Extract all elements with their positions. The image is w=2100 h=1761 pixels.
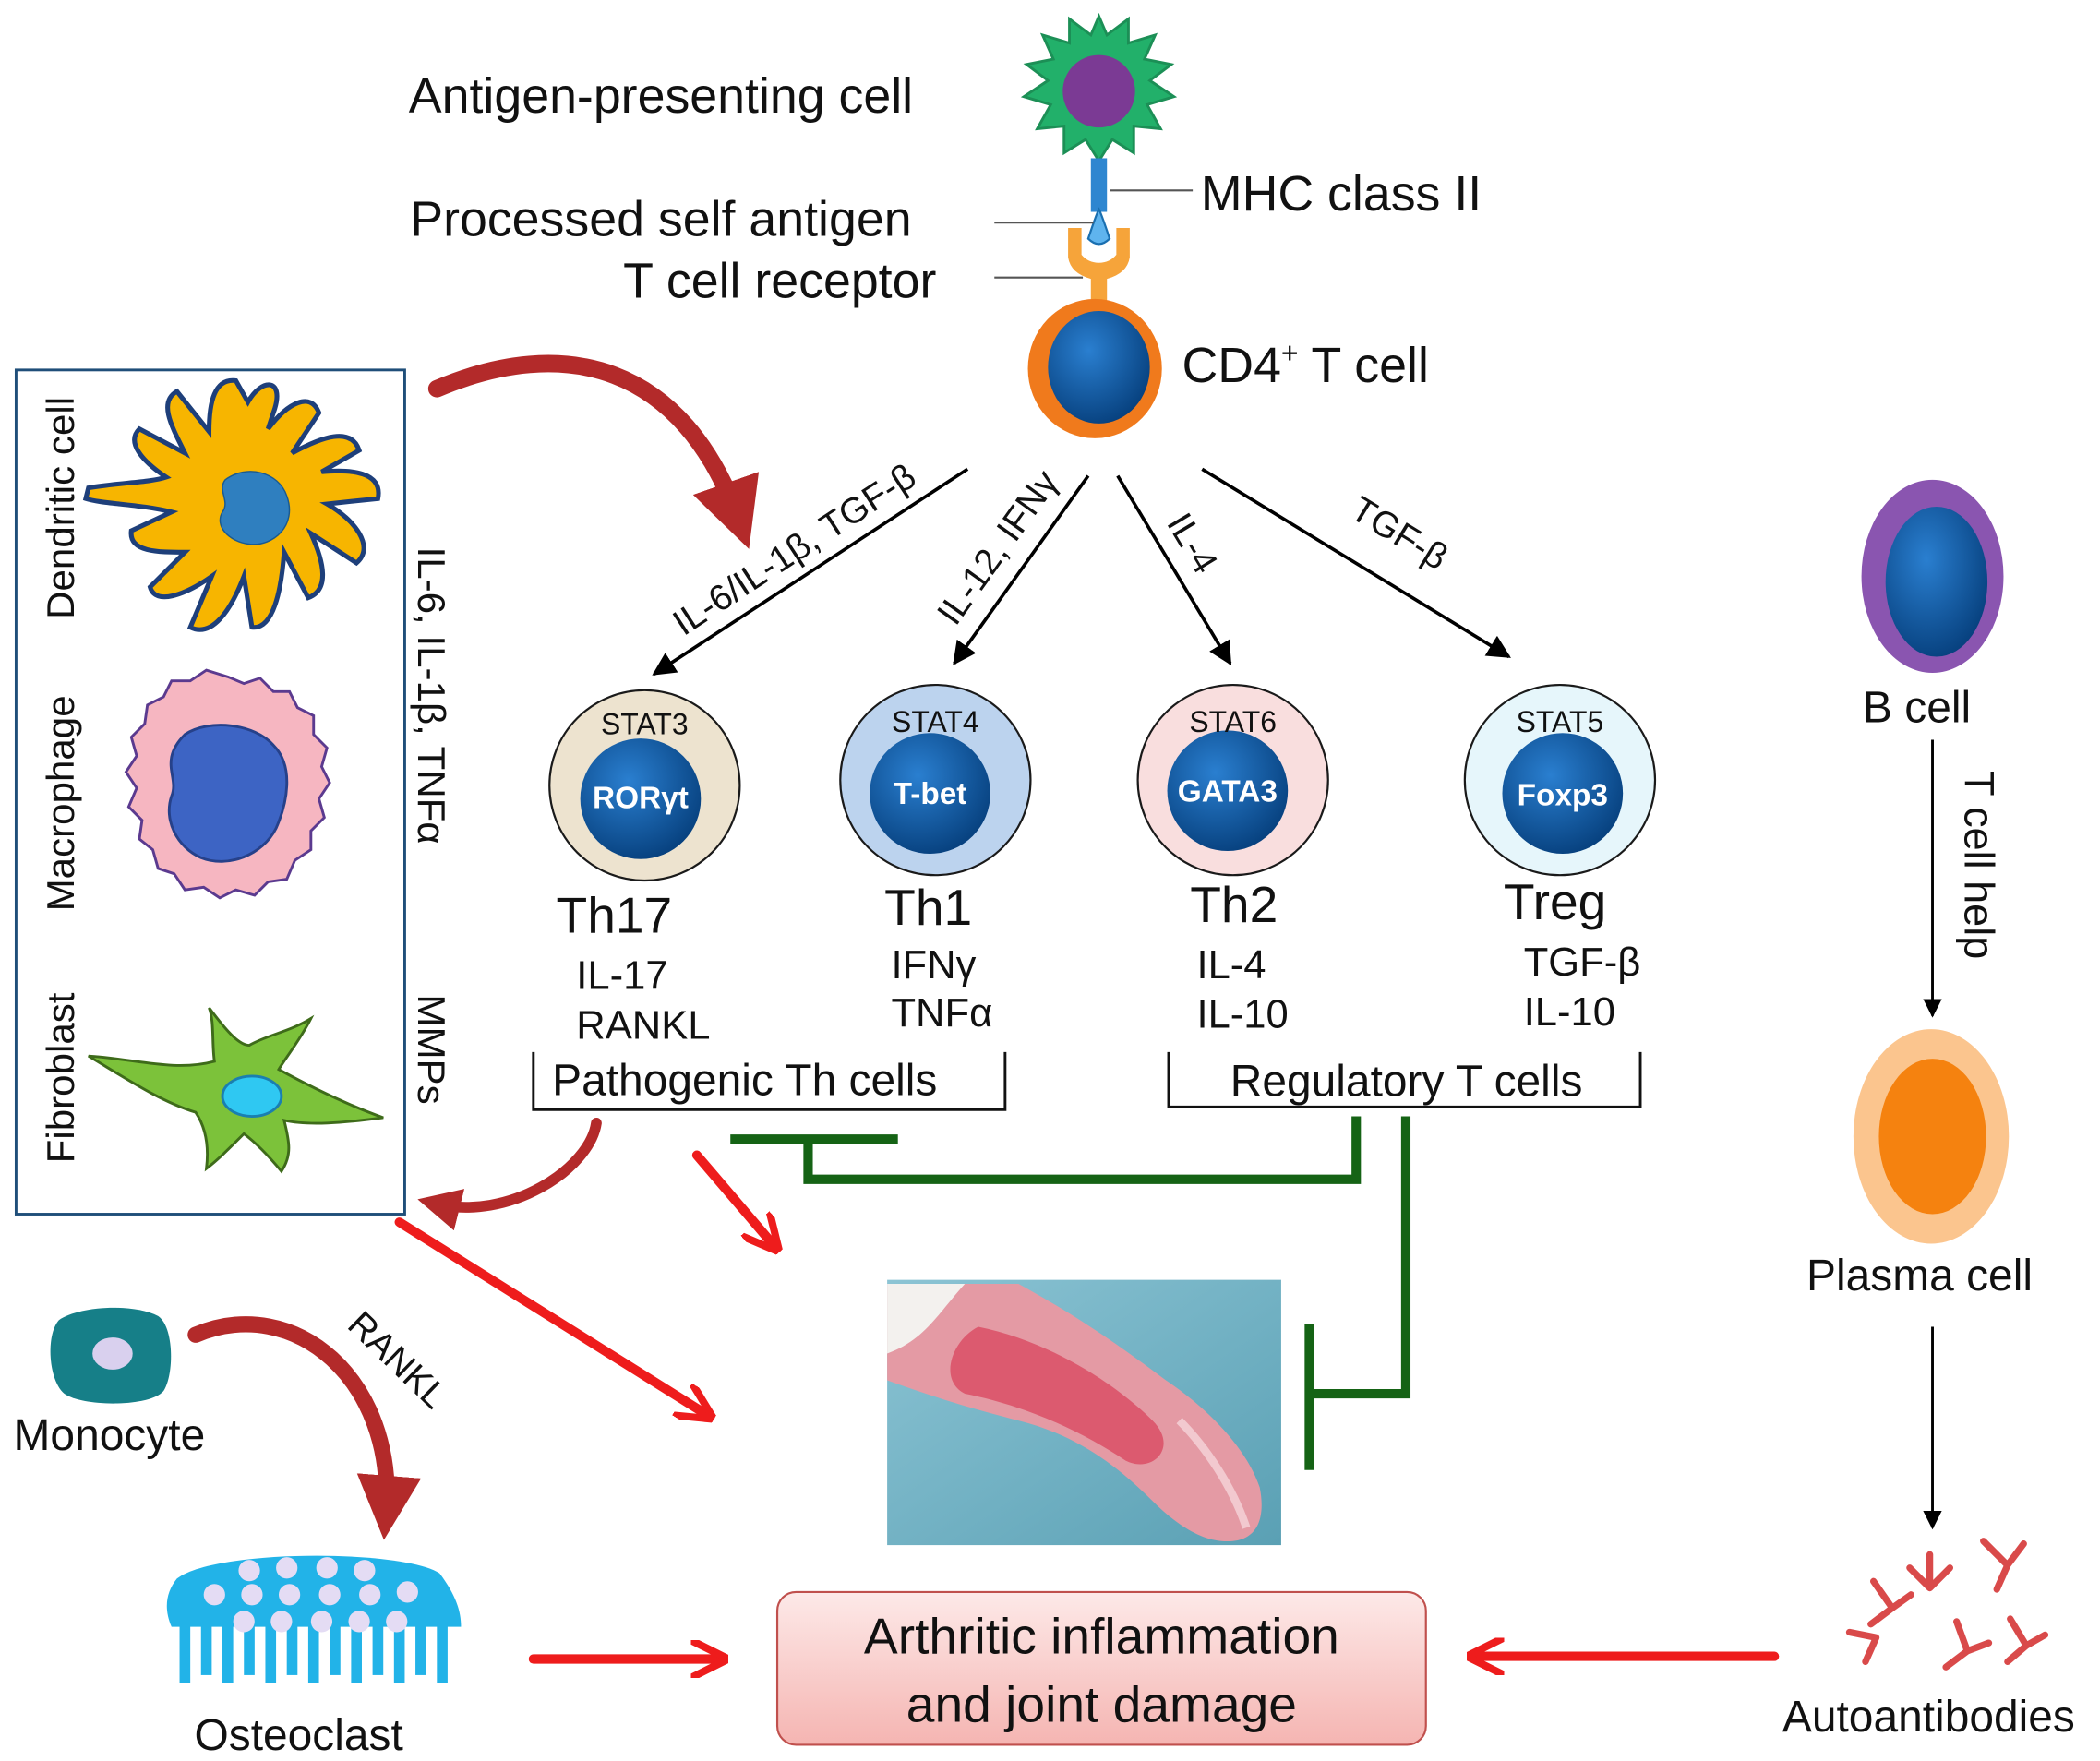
subset-tf: Foxp3	[1518, 779, 1608, 813]
arrow-label-th1: IL-12, IFNγ	[930, 463, 1066, 632]
subset-th1: STAT4 T-bet Th1 IFNγ TNFα	[839, 683, 1032, 1036]
t-cell-help-label: T cell help	[1955, 771, 2002, 959]
subset-cytokine-2: IL-10	[1196, 993, 1288, 1037]
regulatory-label: Regulatory T cells	[1230, 1058, 1583, 1107]
subset-cytokine-1: IL-4	[1196, 943, 1266, 988]
regulatory-bracket	[1167, 1051, 1642, 1108]
differentiation-arrows	[652, 467, 1511, 676]
subset-stat: STAT5	[1517, 705, 1604, 738]
mhc-label: MHC class II	[1201, 166, 1482, 222]
subset-name: Th2	[1190, 876, 1278, 933]
subset-cytokine-2: RANKL	[576, 1003, 710, 1048]
subset-name: Th17	[557, 887, 673, 944]
subset-name: Th1	[884, 879, 972, 936]
subset-tf: RORγt	[593, 782, 689, 816]
monocyte-label: Monocyte	[14, 1411, 206, 1460]
monocyte-image	[50, 1307, 172, 1404]
t-cell-receptor	[1068, 227, 1130, 306]
innate-cytokines-label: IL-6, IL-1β, TNFα	[410, 546, 453, 844]
arrow-label-th2: IL-4	[1158, 507, 1225, 581]
osteoclast-label: Osteoclast	[195, 1711, 403, 1760]
b-cell-label: B cell	[1863, 684, 1971, 733]
autoantibodies-label: Autoantibodies	[1782, 1693, 2075, 1742]
mhc-class-ii-stalk	[1086, 158, 1111, 246]
innate-cell-box	[14, 368, 406, 1216]
arrow-to-treg	[1201, 467, 1511, 659]
arrow-innate-to-joint	[394, 1217, 708, 1415]
subset-th2: STAT6 GATA3 Th2 IL-4 IL-10	[1136, 683, 1329, 1037]
arrow-to-th1	[953, 474, 1090, 665]
plasma-cell-label: Plasma cell	[1806, 1252, 2033, 1300]
subset-stat: STAT6	[1189, 705, 1277, 738]
cd4-label: CD4+ T cell	[1182, 337, 1429, 393]
subset-cytokine-1: IL-17	[576, 954, 667, 999]
plasma-cell-image	[1853, 1029, 2010, 1244]
cd4-t-cell	[1027, 298, 1162, 438]
subset-cytokine-1: IFNγ	[891, 943, 976, 988]
tcr-label: T cell receptor	[623, 253, 936, 308]
dendritic-cell-image	[82, 377, 381, 632]
fibroblast-image	[88, 1007, 384, 1174]
apc-label: Antigen-presenting cell	[409, 68, 913, 124]
macrophage-label: Macrophage	[39, 695, 82, 911]
subset-tf: GATA3	[1178, 774, 1278, 809]
curved-arrow-to-innate	[417, 1117, 602, 1231]
subset-tf: T-bet	[894, 777, 967, 811]
outcome-line-2: and joint damage	[906, 1676, 1297, 1733]
mmps-label: MMPs	[410, 994, 453, 1104]
subset-name: Treg	[1504, 873, 1606, 930]
outcome-box	[775, 1590, 1427, 1746]
outcome-line-1: Arthritic inflammation	[864, 1608, 1339, 1665]
self-antigen-label: Processed self antigen	[410, 192, 911, 247]
arrow-to-th17	[652, 467, 969, 676]
subset-stat: STAT3	[601, 708, 689, 741]
arrow-pathogenic-to-joint	[691, 1150, 774, 1247]
autoantibodies-image	[1845, 1538, 2049, 1671]
subset-treg: STAT5 Foxp3 Treg TGF-β IL-10	[1463, 683, 1657, 1035]
b-cell-image	[1861, 479, 2004, 673]
pathogenic-label: Pathogenic Th cells	[552, 1056, 937, 1105]
macrophage-image	[124, 668, 331, 900]
subset-th17: STAT3 RORγt Th17 IL-17 RANKL	[548, 689, 741, 1048]
inhibition-lines	[730, 1116, 1411, 1470]
arrow-to-th2	[1116, 474, 1232, 665]
fibroblast-label: Fibroblast	[39, 992, 82, 1163]
subset-cytokine-1: TGF-β	[1524, 940, 1641, 985]
subset-cytokine-2: TNFα	[891, 991, 992, 1036]
activating-arrows	[394, 1150, 1780, 1659]
subset-stat: STAT4	[892, 705, 979, 738]
antigen-presenting-cell	[1020, 12, 1178, 164]
osteoclast-image	[166, 1555, 462, 1683]
arrow-label-th17: IL-6/IL-1β, TGF-β	[666, 457, 923, 644]
curved-arrow-rankl	[187, 1316, 422, 1540]
pathogenic-bracket	[532, 1051, 1007, 1111]
inflamed-paw-photo	[887, 1279, 1281, 1546]
dendritic-cell-label: Dendritic cell	[39, 397, 82, 619]
curved-arrow-to-th17	[427, 354, 760, 549]
subset-cytokine-2: IL-10	[1524, 990, 1615, 1035]
